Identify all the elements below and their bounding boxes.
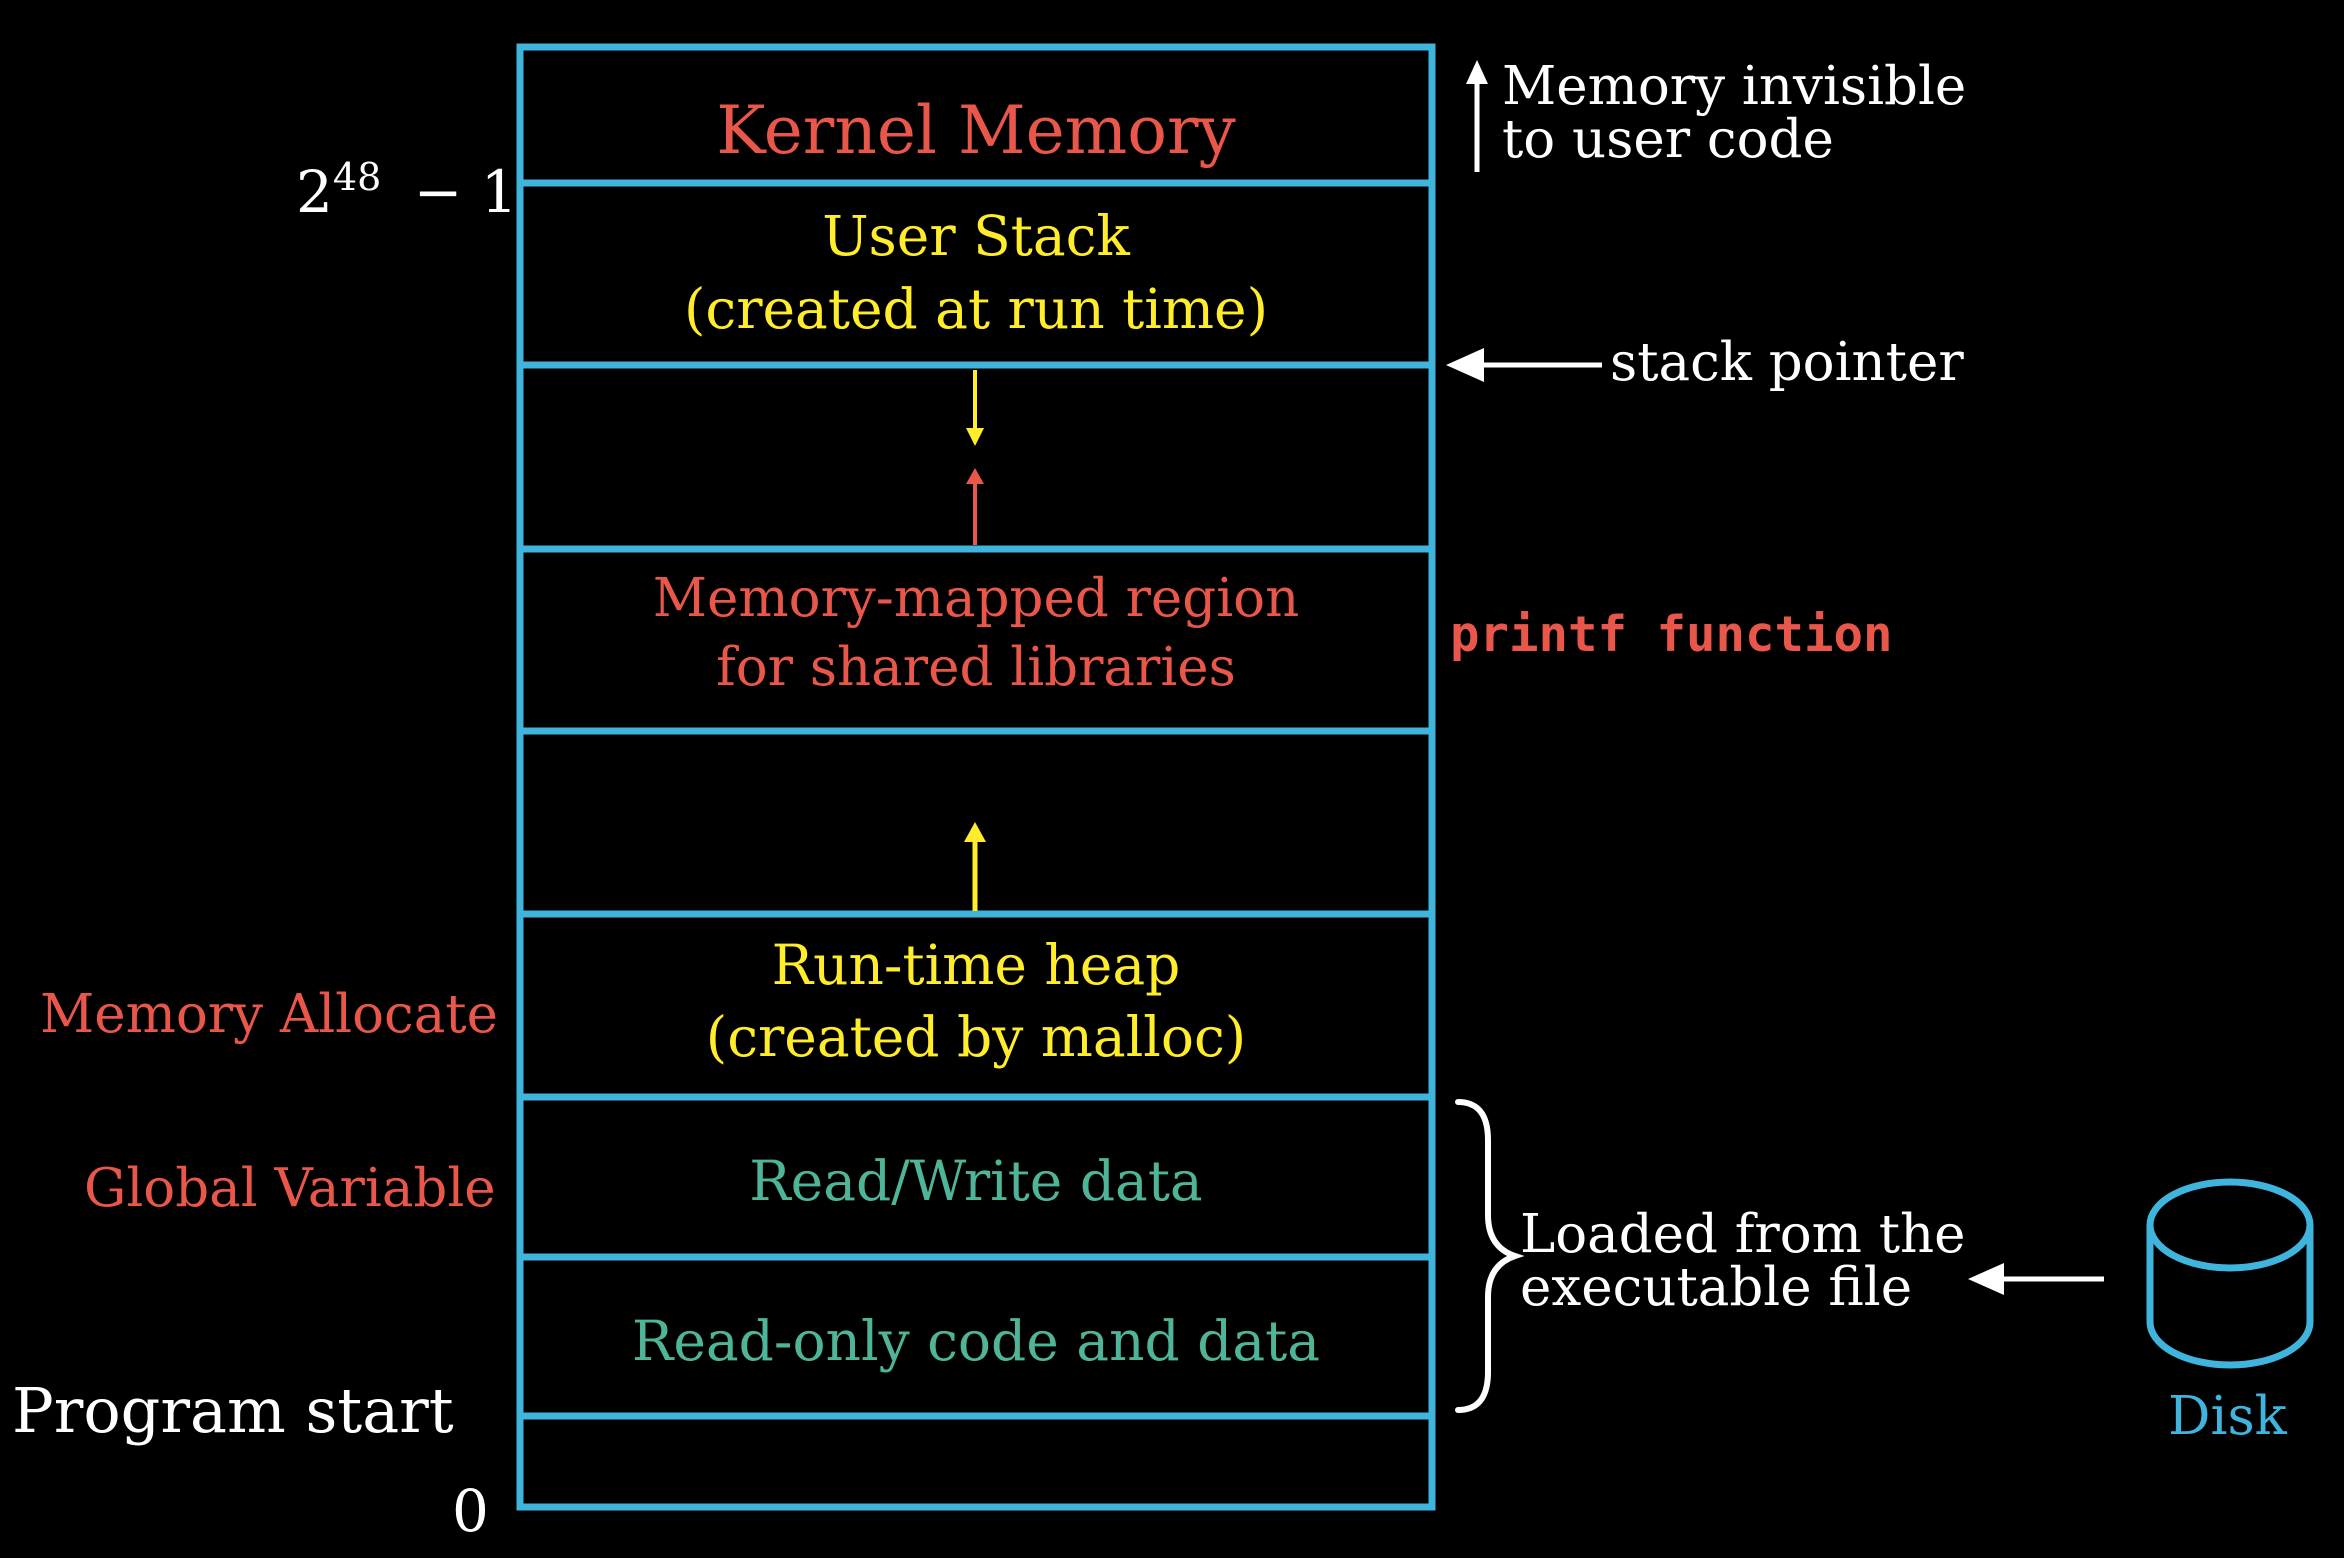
mmap-line1: Memory-mapped region <box>652 568 1300 629</box>
bottom-address-label: 0 <box>452 1477 489 1545</box>
segment-runtime-heap: Run-time heap (created by malloc) <box>520 930 1432 1073</box>
heap-line2: (created by malloc) <box>705 1004 1247 1069</box>
segment-read-only-code: Read-only code and data <box>631 1309 1321 1373</box>
segment-read-write-data: Read/Write data <box>749 1149 1203 1213</box>
user-stack-line1: User Stack <box>822 204 1130 268</box>
top-address-label: 248 − 1 <box>296 158 518 221</box>
mmap-line2: for shared libraries <box>716 636 1236 698</box>
printf-function-label: printf function <box>1450 606 1893 663</box>
heap-line1: Run-time heap <box>771 933 1181 997</box>
disk-label: Disk <box>2168 1386 2287 1447</box>
global-variable-label: Global Variable <box>84 1158 496 1219</box>
disk-icon <box>2146 1178 2314 1369</box>
user-stack-line2: (created at run time) <box>683 277 1269 342</box>
loaded-line2: executable file <box>1520 1257 1913 1318</box>
segment-kernel-memory: Kernel Memory <box>716 92 1236 169</box>
memory-allocate-label: Memory Allocate <box>40 984 498 1045</box>
stack-pointer-label: stack pointer <box>1610 332 1964 393</box>
kernel-note-line2: to user code <box>1502 109 1834 170</box>
disk-load-arrow <box>1968 1263 2104 1295</box>
loaded-from-executable-note: Loaded from the executable file <box>1520 1208 1966 1314</box>
loaded-brace <box>1455 1099 1525 1413</box>
memory-frame <box>516 43 1436 1511</box>
stack-pointer-arrow <box>1446 348 1602 382</box>
kernel-invisible-note: Memory invisible to user code <box>1502 60 1966 166</box>
stack-growth-arrow <box>966 370 984 446</box>
top-address-base: 2 <box>296 158 333 226</box>
segment-memory-mapped: Memory-mapped region for shared librarie… <box>520 565 1432 703</box>
kernel-note-line1: Memory invisible <box>1502 56 1967 117</box>
heap-growth-arrow <box>964 822 986 911</box>
mmap-growth-arrow <box>966 468 984 545</box>
kernel-invisible-arrow <box>1466 60 1488 172</box>
segment-user-stack: User Stack (created at run time) <box>520 200 1432 346</box>
top-address-exponent: 48 <box>332 155 382 199</box>
top-address-suffix: − 1 <box>413 158 518 226</box>
program-start-label: Program start <box>12 1374 454 1447</box>
loaded-line1: Loaded from the <box>1520 1204 1966 1265</box>
